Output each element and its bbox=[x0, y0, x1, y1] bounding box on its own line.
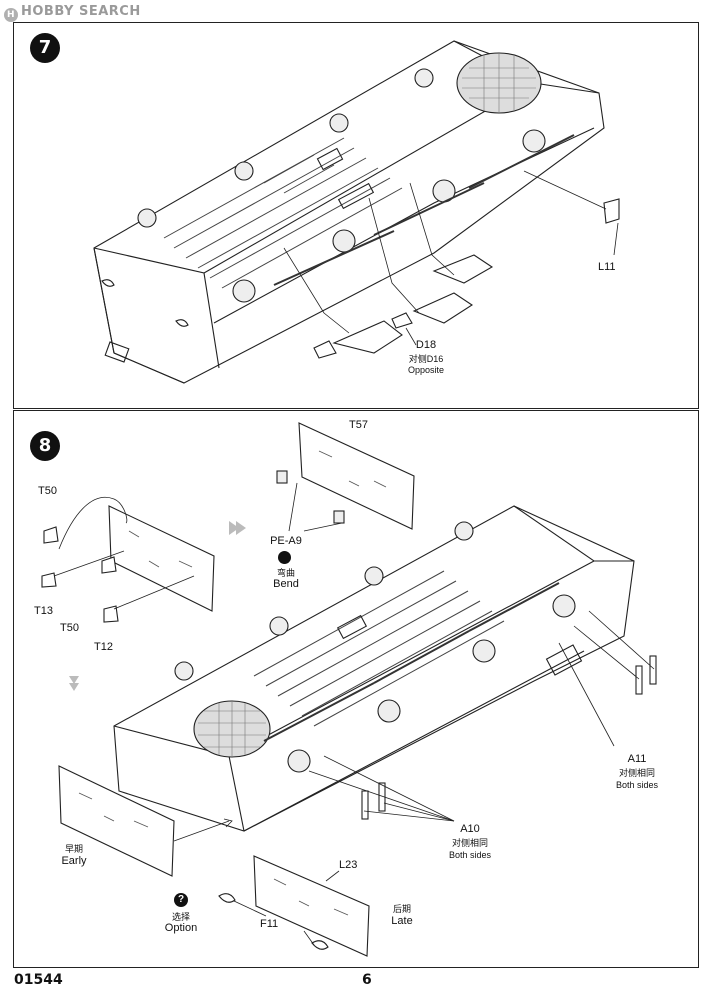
page-number: 6 bbox=[362, 972, 372, 988]
part-label-d18: D18 bbox=[415, 339, 437, 351]
part-label-t13: T13 bbox=[34, 605, 53, 617]
late-label-cn: 后期 bbox=[392, 904, 411, 914]
part-label-a10-both: Both sides bbox=[448, 850, 492, 860]
part-label-t12: T12 bbox=[94, 641, 113, 653]
part-label-l11: L11 bbox=[598, 261, 616, 273]
part-label-t50-mid: T50 bbox=[60, 622, 79, 634]
option-question-icon: ? bbox=[174, 893, 188, 907]
step-7-panel: 7 bbox=[13, 22, 699, 409]
step-8-badge: 8 bbox=[30, 431, 60, 461]
part-label-f11: F11 bbox=[260, 918, 279, 930]
part-label-a11-both: Both sides bbox=[615, 780, 659, 790]
early-label: Early bbox=[61, 855, 87, 867]
part-label-a11-cn: 对侧相同 bbox=[618, 768, 655, 778]
part-label-a10: A10 bbox=[460, 823, 480, 835]
bend-label: Bend bbox=[273, 578, 299, 590]
late-label: Late bbox=[391, 915, 413, 927]
step-7-badge: 7 bbox=[30, 33, 60, 63]
kit-code: 01544 bbox=[14, 972, 63, 988]
part-label-pe-a9: PE-A9 bbox=[270, 535, 302, 547]
part-label-l23: L23 bbox=[339, 859, 358, 871]
bend-icon bbox=[278, 551, 291, 564]
part-label-t50-top: T50 bbox=[38, 485, 57, 497]
watermark-text: HOBBY SEARCH bbox=[21, 4, 141, 19]
part-label-a11: A11 bbox=[627, 753, 647, 765]
step-8-hull-drawing bbox=[41, 422, 657, 957]
option-label-cn: 选择 bbox=[171, 912, 190, 922]
option-label: Option bbox=[164, 922, 198, 934]
step-7-hull-drawing bbox=[93, 40, 620, 384]
early-label-cn: 早期 bbox=[64, 844, 83, 854]
part-label-d16-cn: 对侧D16 bbox=[408, 354, 444, 364]
part-label-a10-cn: 对侧相同 bbox=[451, 838, 488, 848]
step-8-panel: 8 bbox=[13, 410, 699, 968]
hobby-search-logo-icon: H bbox=[4, 8, 18, 22]
part-label-opposite: Opposite bbox=[407, 365, 445, 375]
part-label-t57: T57 bbox=[349, 419, 368, 431]
bend-label-cn: 弯曲 bbox=[276, 568, 295, 578]
